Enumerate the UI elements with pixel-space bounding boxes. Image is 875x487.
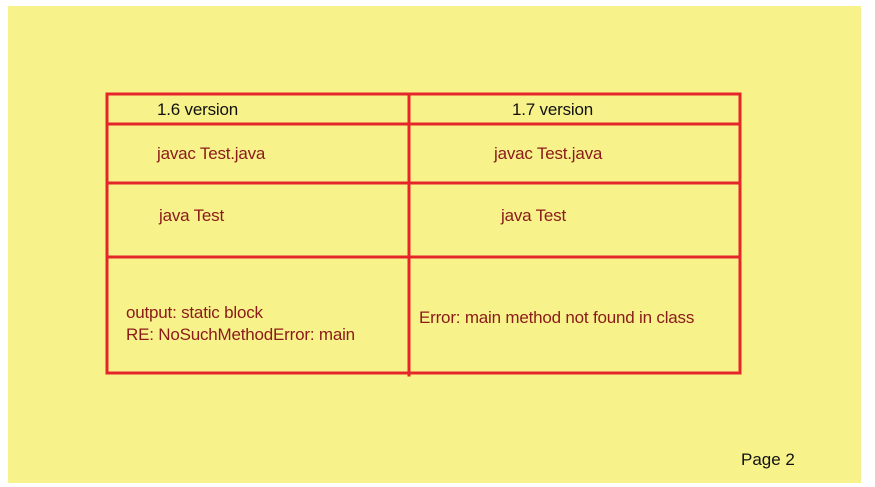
header-cell-1-6-version: 1.6 version — [157, 100, 238, 119]
header-cell-1-7-version: 1.7 version — [512, 100, 593, 119]
cell-run-1-6: java Test — [159, 206, 224, 225]
page-number: Page 2 — [741, 450, 795, 469]
cell-run-1-7: java Test — [501, 206, 566, 225]
cell-compile-1-6: javac Test.java — [157, 144, 266, 163]
cell-compile-1-7: javac Test.java — [494, 144, 603, 163]
cell-result-1-6-line-2: RE: NoSuchMethodError: main — [126, 325, 355, 344]
cell-result-1-7: Error: main method not found in class — [419, 308, 695, 327]
cell-result-1-6: output: static block RE: NoSuchMethodErr… — [126, 302, 355, 346]
cell-result-1-6-line-1: output: static block — [126, 303, 263, 322]
slide-background — [8, 6, 861, 483]
